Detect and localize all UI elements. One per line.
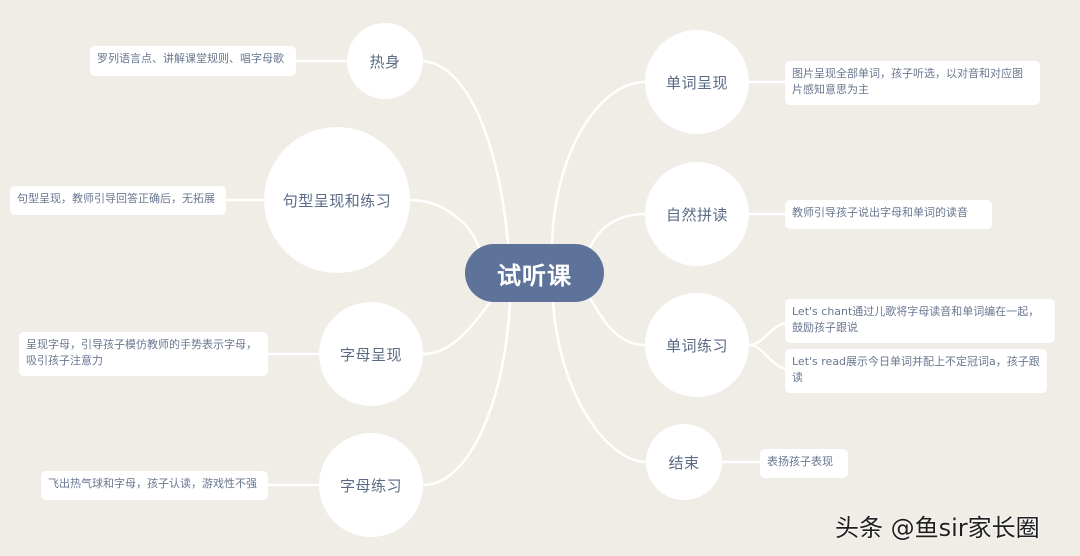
note-ending: 表扬孩子表现 — [760, 449, 848, 478]
note-letter-practice: 飞出热气球和字母，孩子认读，游戏性不强 — [41, 471, 268, 500]
note-word-presentation: 图片呈现全部单词，孩子听选，以对音和对应图片感知意思为主 — [785, 61, 1040, 105]
node-ending[interactable]: 结束 — [646, 424, 722, 500]
note-letter-presentation: 呈现字母，引导孩子模仿教师的手势表示字母，吸引孩子注意力 — [19, 332, 268, 376]
note-phonics: 教师引导孩子说出字母和单词的读音 — [785, 200, 992, 229]
node-word-practice[interactable]: 单词练习 — [645, 293, 749, 397]
node-phonics[interactable]: 自然拼读 — [645, 162, 749, 266]
note-lets-chant: Let's chant通过儿歌将字母读音和单词编在一起，鼓励孩子跟说 — [785, 299, 1055, 343]
node-letter-presentation[interactable]: 字母呈现 — [319, 302, 423, 406]
node-warmup[interactable]: 热身 — [347, 23, 423, 99]
note-lets-read: Let's read展示今日单词并配上不定冠词a，孩子跟读 — [785, 349, 1047, 393]
node-letter-practice[interactable]: 字母练习 — [319, 433, 423, 537]
note-warmup: 罗列语言点、讲解课堂规则、唱字母歌 — [90, 46, 296, 76]
root-node[interactable]: 试听课 — [465, 244, 604, 302]
note-sentence-practice: 句型呈现，教师引导回答正确后，无拓展 — [10, 186, 226, 215]
node-word-presentation[interactable]: 单词呈现 — [645, 30, 749, 134]
watermark: 头条 @鱼sir家长圈 — [835, 514, 1040, 542]
node-sentence-practice[interactable]: 句型呈现和练习 — [264, 127, 410, 273]
